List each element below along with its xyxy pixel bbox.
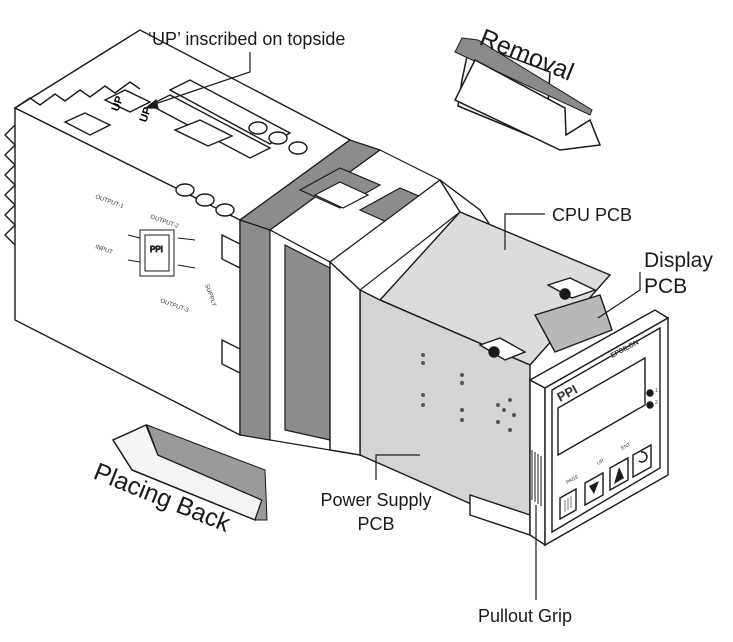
label-pullout-grip: Pullout Grip (478, 606, 573, 626)
key-label-page: PAGE (565, 474, 580, 486)
leader-psu (375, 454, 420, 480)
front-bezel (528, 309, 670, 547)
housing (4, 29, 352, 437)
leader-up (151, 52, 251, 106)
pullout-grip-ridges (531, 450, 542, 506)
display-window (557, 356, 646, 457)
svg-text:PPI: PPI (150, 245, 163, 254)
key-label-up: UP (596, 458, 606, 467)
side-label-input: INPUT (94, 244, 113, 256)
leader-cpu (504, 213, 545, 250)
keypad (559, 443, 652, 521)
label-cpu-pcb: CPU PCB (552, 205, 633, 225)
leader-display (597, 272, 641, 319)
terminal-label: PPI (127, 229, 196, 277)
key-label-ent: ENT (620, 442, 632, 452)
key-enter (632, 443, 652, 479)
up-mark-2: UP (138, 106, 155, 124)
display-pcb-board (533, 294, 613, 353)
up-mark: UP (110, 95, 127, 113)
label-power-supply-pcb: Power Supply PCB (320, 490, 432, 534)
indicator-1 (646, 389, 654, 397)
indicator-label-2: 2 (655, 400, 658, 406)
removal-arrow: Removal (453, 24, 602, 151)
label-up-inscribed: ‘UP’ inscribed on topside (148, 29, 346, 49)
placing-back-arrow: Placing Back (90, 423, 268, 538)
indicator-label-1: 1 (655, 388, 658, 394)
indicator-2 (646, 401, 654, 409)
leader-lines (144, 52, 641, 600)
chassis (329, 179, 613, 536)
label-display-pcb: Display PCB (644, 249, 713, 298)
chassis-band (238, 139, 461, 451)
